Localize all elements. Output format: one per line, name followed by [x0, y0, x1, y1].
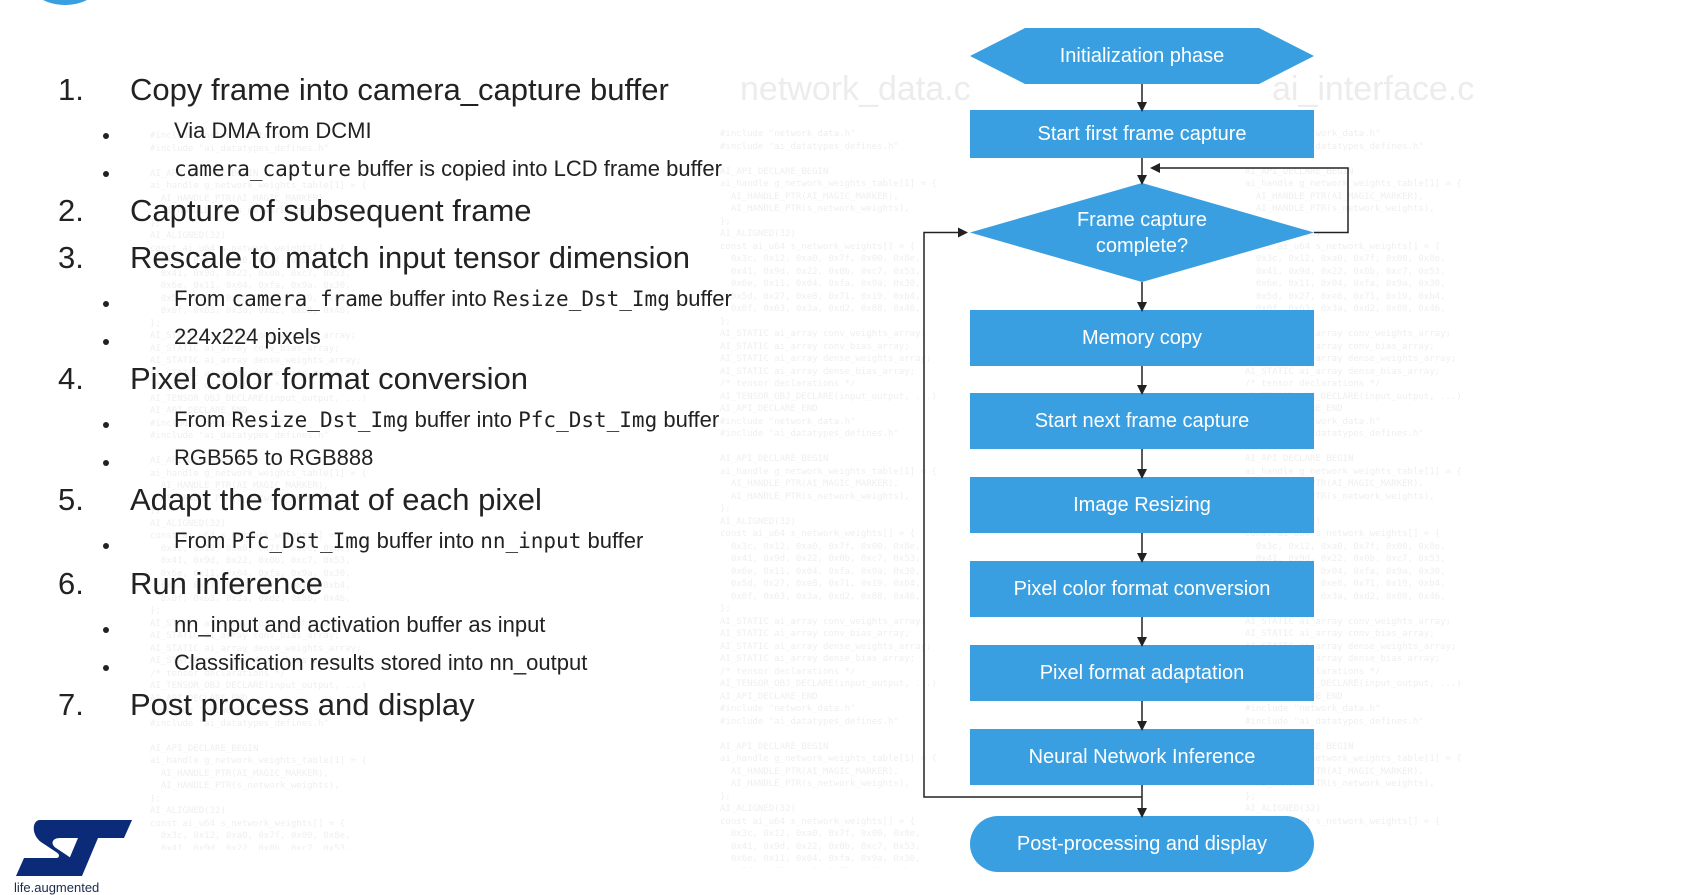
- detail-text: buffer: [581, 528, 644, 553]
- flow-node-init: [970, 28, 1314, 84]
- step-title: Capture of subsequent frame: [130, 193, 532, 228]
- flow-node-pfa: [970, 645, 1314, 701]
- step-number: 2.: [58, 193, 84, 228]
- detail-text: buffer into: [408, 407, 519, 432]
- flow-label-decision: Frame capture complete?: [1076, 208, 1208, 257]
- step-number: 3.: [58, 240, 84, 275]
- flow-label-start-next: Start next frame capture: [1034, 410, 1250, 432]
- step-number: 5.: [58, 482, 84, 517]
- bg-code-middle: #include "network_data.h" #include "ai_d…: [720, 129, 937, 868]
- detail-text: From: [174, 286, 232, 311]
- code-token: Pfc_Dst_Img: [231, 529, 371, 553]
- step-title: Copy frame into camera_capture buffer: [130, 72, 669, 107]
- logo-tagline: life.augmented: [14, 880, 100, 895]
- flow-node-pfc: [970, 561, 1314, 617]
- flow-loop-inference-to-decision: [923, 227, 1142, 798]
- bullet-dot: [103, 665, 109, 671]
- flow-node-memcopy: [970, 310, 1314, 366]
- flow-label-start-first: Start first frame capture: [1037, 123, 1247, 145]
- step-detail: From Resize_Dst_Img buffer into Pfc_Dst_…: [174, 407, 719, 433]
- step-number: 4.: [58, 361, 84, 396]
- step-number: 1.: [58, 72, 84, 107]
- bullet-dot: [103, 339, 109, 345]
- step-title: Post process and display: [130, 687, 475, 722]
- step-detail: Classification results stored into nn_ou…: [174, 650, 587, 676]
- flow-label-pfc: Pixel color format conversion: [1013, 578, 1271, 600]
- bullet-dot: [103, 133, 109, 139]
- bg-code-left: #include "network_data.h" #include "ai_d…: [150, 131, 367, 850]
- flow-node-nn: [970, 729, 1314, 785]
- bullet-dot: [103, 460, 109, 466]
- code-token: Resize_Dst_Img: [492, 287, 670, 311]
- step-title: Run inference: [130, 566, 324, 601]
- step-number: 7.: [58, 687, 84, 722]
- detail-text: 224x224 pixels: [174, 324, 321, 349]
- step-detail: 224x224 pixels: [174, 324, 321, 350]
- st-logo-icon: [16, 820, 132, 876]
- step-detail: From Pfc_Dst_Img buffer into nn_input bu…: [174, 528, 643, 554]
- flow-label-memcopy: Memory copy: [1081, 327, 1203, 349]
- step-title: Pixel color format conversion: [130, 361, 528, 396]
- flow-label-nn: Neural Network Inference: [1028, 746, 1256, 768]
- detail-text: buffer: [669, 286, 732, 311]
- detail-text: From: [174, 528, 232, 553]
- step-detail: From camera_frame buffer into Resize_Dst…: [174, 286, 732, 312]
- bullet-dot: [103, 171, 109, 177]
- flow-label-init: Initialization phase: [1059, 45, 1225, 67]
- code-token: Resize_Dst_Img: [231, 408, 409, 432]
- flow-node-resize: [970, 477, 1314, 533]
- flow-label-resize: Image Resizing: [1073, 494, 1211, 516]
- code-token: nn_input: [480, 529, 582, 553]
- detail-text: buffer into: [383, 286, 493, 311]
- top-decor-arc: [30, 0, 100, 5]
- step-detail: camera_capture buffer is copied into LCD…: [174, 156, 722, 182]
- detail-text: RGB565 to RGB888: [174, 445, 374, 470]
- step-detail: nn_input and activation buffer as input: [174, 612, 545, 638]
- flow-node-start-next: [970, 393, 1314, 449]
- detail-text: From: [174, 407, 232, 432]
- code-token: Pfc_Dst_Img: [518, 408, 658, 432]
- bg-title-ai-interface: ai_interface.c: [1272, 70, 1475, 108]
- bullet-dot: [103, 627, 109, 633]
- step-number: 6.: [58, 566, 84, 601]
- bullet-dot: [103, 422, 109, 428]
- flow-node-start-first: [970, 110, 1314, 158]
- flow-loop-decision-wait: [1150, 163, 1349, 234]
- step-title: Adapt the format of each pixel: [130, 482, 542, 517]
- code-token: camera_frame: [231, 287, 384, 311]
- bullet-dot: [103, 301, 109, 307]
- bg-title-network-data: network_data.c: [740, 70, 971, 108]
- flow-label-pfa: Pixel format adaptation: [1039, 662, 1245, 684]
- detail-text: buffer is copied into LCD frame buffer: [351, 156, 722, 181]
- detail-text: Via DMA from DCMI: [174, 118, 372, 143]
- flow-node-post: [970, 816, 1314, 872]
- step-title: Rescale to match input tensor dimension: [130, 240, 691, 275]
- flow-label-post: Post-processing and display: [1016, 833, 1268, 855]
- step-detail: Via DMA from DCMI: [174, 118, 372, 144]
- detail-text: buffer: [657, 407, 720, 432]
- bullet-dot: [103, 543, 109, 549]
- flow-node-decision: [970, 183, 1314, 282]
- detail-text: nn_input and activation buffer as input: [174, 612, 546, 637]
- detail-text: Classification results stored into nn_ou…: [174, 650, 588, 675]
- step-detail: RGB565 to RGB888: [174, 445, 373, 471]
- code-token: camera_capture: [174, 157, 352, 181]
- detail-text: buffer into: [370, 528, 481, 553]
